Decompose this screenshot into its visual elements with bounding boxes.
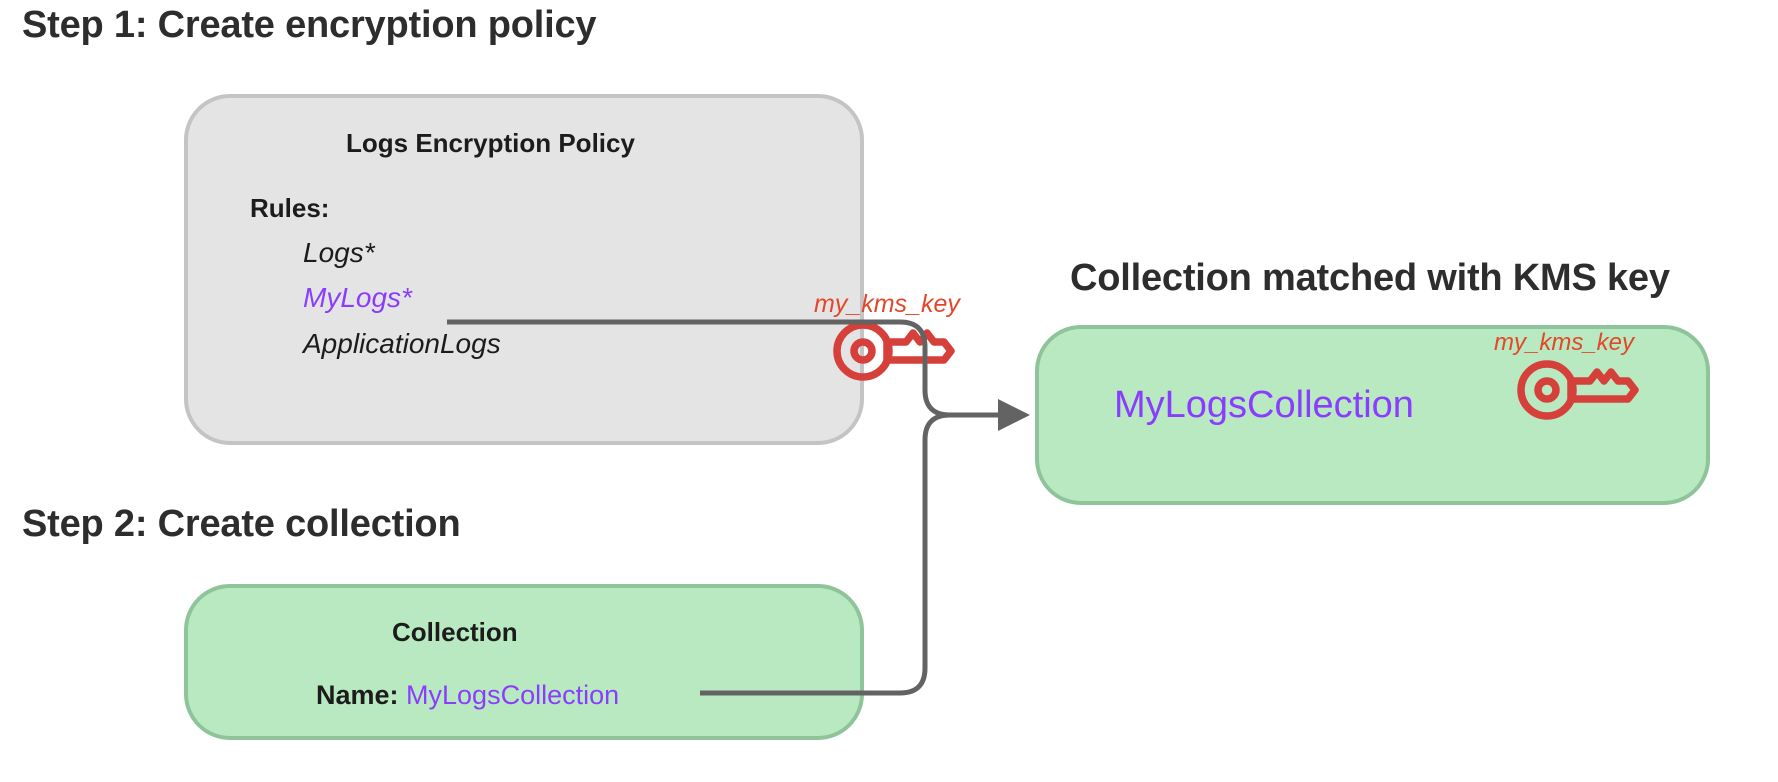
collection-matched-heading: Collection matched with KMS key — [1070, 257, 1670, 299]
collection-box-title: Collection — [392, 617, 518, 647]
collection-name-value: MyLogsCollection — [406, 680, 620, 710]
logs-encryption-policy-box: Logs Encryption Policy Rules: Logs* MyLo… — [184, 94, 960, 445]
key-icon — [832, 320, 956, 387]
collection-box: Collection Name: MyLogsCollection — [184, 584, 864, 740]
policy-rule-applicationlogs: ApplicationLogs — [303, 328, 501, 359]
step-1-heading: Step 1: Create encryption policy — [22, 4, 597, 46]
step-2-heading: Step 2: Create collection — [22, 503, 461, 545]
policy-kms-key-label: my_kms_key — [814, 290, 960, 318]
collection-name-label: Name: — [316, 680, 407, 710]
policy-box-title: Logs Encryption Policy — [346, 128, 635, 158]
policy-rule-logs: Logs* — [303, 237, 375, 268]
key-icon — [1516, 359, 1640, 426]
arrow-right-icon — [998, 399, 1030, 431]
matched-kms-key-label: my_kms_key — [1494, 329, 1635, 356]
matched-collection-name: MyLogsCollection — [1114, 384, 1414, 426]
matched-collection-box: MyLogsCollection my_kms_key — [1035, 325, 1710, 505]
policy-rule-mylogs: MyLogs* — [303, 282, 412, 313]
collection-name-row: Name: MyLogsCollection — [316, 680, 619, 711]
rules-label: Rules: — [250, 193, 330, 223]
